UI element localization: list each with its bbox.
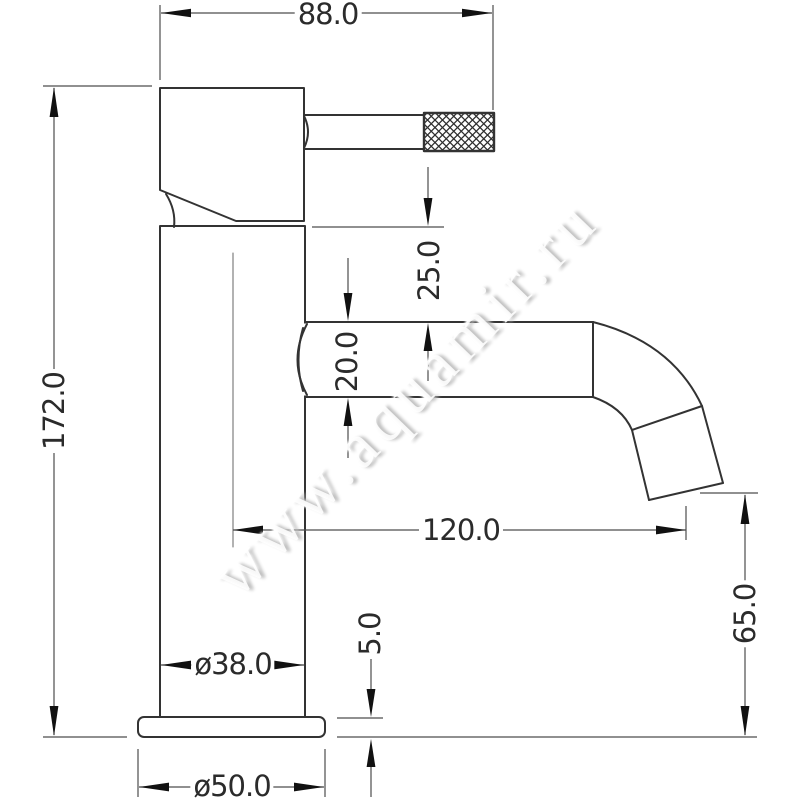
arrow-right-icon [294, 782, 324, 792]
arrow-down-icon [49, 706, 59, 736]
dim-label-body-diameter: ø38.0 [191, 648, 275, 679]
dim-base-thickness [366, 659, 376, 797]
arrow-left-icon [233, 525, 263, 535]
dim-label-spout-reach: 120.0 [418, 514, 504, 545]
faucet-outline [137, 87, 724, 738]
dim-label-body-to-spout: 25.0 [412, 237, 446, 305]
spout-joint-line [631, 405, 703, 431]
arrow-right-icon [274, 660, 304, 670]
dim-label-top-width: 88.0 [294, 0, 362, 29]
dim-label-base-diameter: ø50.0 [190, 770, 274, 800]
arrow-right-icon [656, 525, 686, 535]
spout [296, 321, 724, 501]
spout-tip-face [648, 482, 724, 501]
arrow-left-icon [139, 782, 169, 792]
lever-base-arc [303, 115, 309, 149]
dim-label-outlet-height: 65.0 [728, 580, 762, 648]
arrow-up-icon [423, 323, 433, 351]
arrow-up-icon [49, 87, 59, 117]
handle-joint-arc [165, 193, 176, 228]
arrow-down-icon [343, 293, 353, 321]
dim-label-spout-height: 20.0 [330, 328, 364, 396]
handle-body [159, 87, 305, 222]
arrow-down-icon [740, 706, 750, 736]
arrow-left-icon [161, 8, 191, 18]
dim-spout-height [343, 258, 353, 458]
dim-label-overall-height: 172.0 [37, 368, 71, 454]
arrow-up-icon [740, 494, 750, 524]
arrow-left-icon [161, 660, 191, 670]
lever-knurled-grip [422, 111, 496, 153]
spout-base-arc-inner [297, 327, 304, 392]
dimension-lines [43, 5, 758, 797]
arrow-down-icon [423, 198, 433, 226]
arrow-up-icon [366, 739, 376, 767]
base-plate [137, 716, 326, 738]
arrow-down-icon [366, 689, 376, 717]
dim-body-to-spout [312, 167, 444, 381]
arrow-right-icon [462, 8, 492, 18]
arrow-up-icon [343, 398, 353, 426]
handle-lever [303, 111, 496, 153]
dim-label-base-thickness: 5.0 [353, 609, 387, 659]
